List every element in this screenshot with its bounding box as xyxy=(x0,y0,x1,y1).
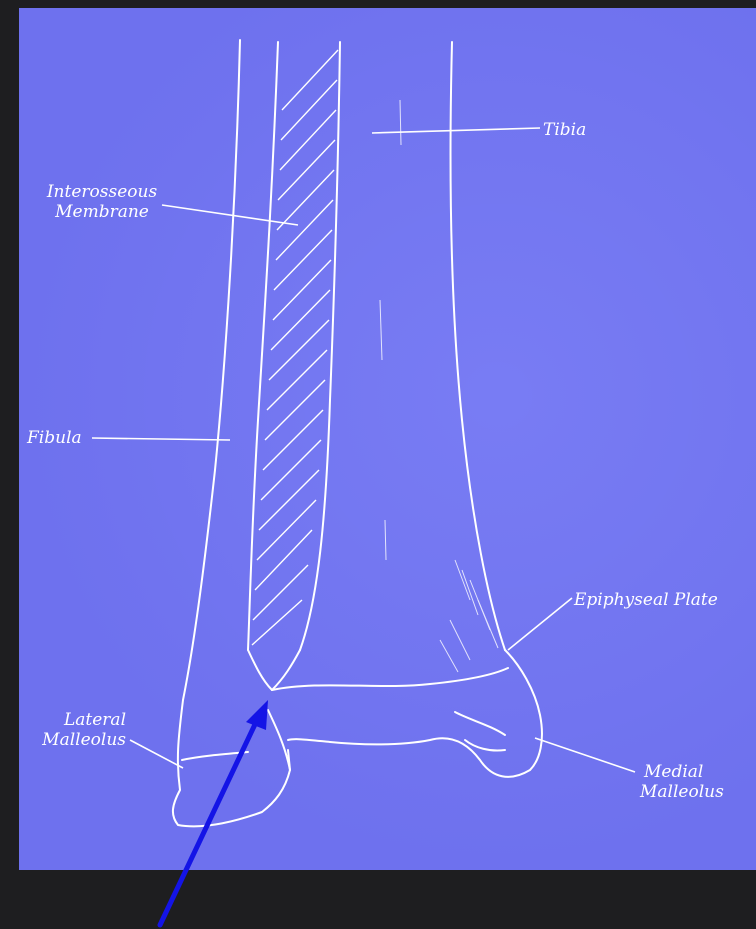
tibia-medial-edge xyxy=(450,42,505,650)
label-interosseous-line2: Membrane xyxy=(36,202,168,222)
label-tibia: Tibia xyxy=(543,120,586,140)
medial-leader xyxy=(535,738,635,772)
membrane-hatching xyxy=(252,50,338,645)
label-fibula: Fibula xyxy=(27,428,82,448)
label-lateral-malleolus: Lateral Malleolus xyxy=(20,710,126,750)
label-medial-line2: Malleolus xyxy=(640,782,724,802)
tibia-lateral-edge xyxy=(300,42,340,650)
label-interosseous-line1: Interosseous xyxy=(36,182,168,202)
fibula-leader xyxy=(92,438,230,440)
epiphyseal-plate-line xyxy=(272,668,508,690)
label-interosseous-membrane: Interosseous Membrane xyxy=(36,182,168,222)
tibia-shading xyxy=(380,100,498,672)
epiphyseal-leader xyxy=(508,598,572,650)
label-lateral-line1: Lateral xyxy=(20,710,126,730)
pointer-arrow xyxy=(160,700,268,925)
label-epiphyseal-plate: Epiphyseal Plate xyxy=(574,590,718,610)
label-medial-line1: Medial xyxy=(640,762,724,782)
tibia-leader xyxy=(372,128,540,133)
lateral-leader xyxy=(130,740,183,768)
fibula-inner-edge xyxy=(248,42,278,650)
label-medial-malleolus: Medial Malleolus xyxy=(640,762,724,802)
label-lateral-line2: Malleolus xyxy=(20,730,126,750)
interosseous-leader xyxy=(162,205,298,225)
leader-lines xyxy=(92,128,635,772)
